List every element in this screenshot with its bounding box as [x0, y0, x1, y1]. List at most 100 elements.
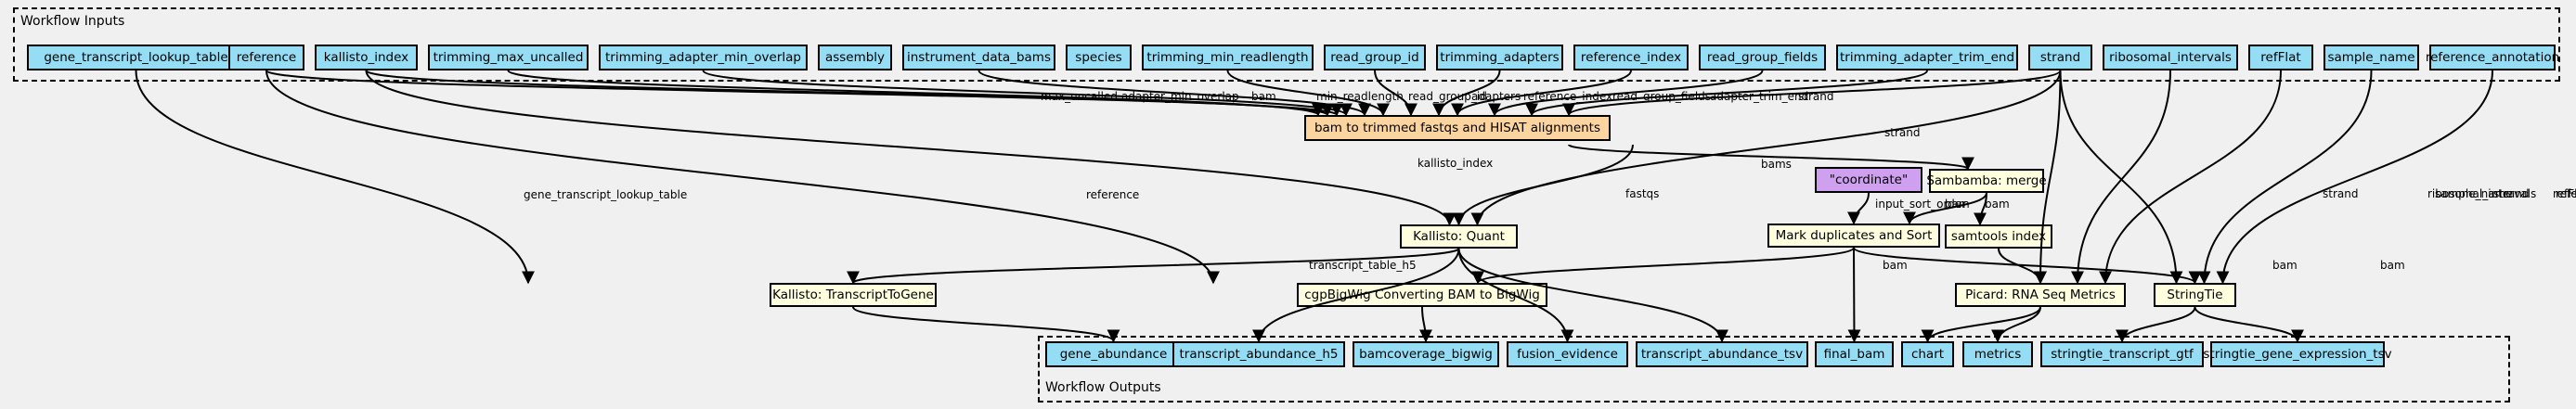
- edge-read_group_id-to-bam_to_trimmed: [1374, 70, 1417, 117]
- edge-strand-to-bam_to_trimmed: [1562, 70, 2062, 117]
- input-node-reference-annotation: reference_annotation: [2426, 45, 2559, 70]
- edge-sample_name-to-stringtie: [2197, 70, 2373, 285]
- edge-label: strand: [2323, 187, 2358, 200]
- edge-reference_annotation-to-stringtie: [2216, 70, 2493, 285]
- input-node-refFlat: refFlat: [2248, 45, 2313, 70]
- edge-label: bam: [1945, 198, 1970, 211]
- workflow-outputs-title: Workflow Outputs: [1045, 380, 1161, 395]
- edge-label: adapters: [1471, 90, 1521, 103]
- edge-picard-to-metrics: [1991, 306, 2041, 343]
- input-node-reference-index: reference_index: [1573, 45, 1689, 70]
- workflow-inputs-cluster: [13, 7, 2560, 82]
- edge-stringtie-to-stringtie_gene_expression_tsv: [2194, 306, 2304, 343]
- edge-label: gene_transcript_lookup_table: [524, 188, 687, 201]
- edge-bam_to_trimmed-to-sambamba: [1568, 144, 1974, 171]
- edge-label: reference_annotation: [2556, 187, 2576, 200]
- input-node-sample-name: sample_name: [2324, 45, 2419, 70]
- edge-label: bam: [1251, 90, 1276, 103]
- edge-label: refFlat: [2553, 187, 2576, 200]
- input-node-trimming-max-uncalled: trimming_max_uncalled: [428, 45, 589, 70]
- input-node-gene-transcript-lookup-table: gene_transcript_lookup_table: [27, 45, 245, 70]
- edge-gene_transcript_lookup_table-to-transcript_to_gene: [135, 70, 535, 285]
- edge-label: transcript_table_h5: [1309, 259, 1417, 272]
- edge-kallisto_index-to-kallisto_quant: [365, 70, 1456, 226]
- workflow-inputs-title: Workflow Inputs: [20, 14, 125, 29]
- output-node-stringtie-gene-expression-tsv: stringtie_gene_expression_tsv: [2203, 341, 2392, 367]
- input-node-species: species: [1066, 45, 1132, 70]
- edge-label: bam: [1883, 259, 1908, 272]
- edge-cgpbigwig-to-bamcoverage_bigwig: [1418, 306, 1432, 343]
- edge-label: bam: [1985, 198, 2010, 211]
- edge-sambamba-to-samtools_index: [1974, 192, 1987, 226]
- output-node-fusion-evidence: fusion_evidence: [1507, 341, 1628, 367]
- edge-kallisto_quant-to-transcript_to_gene: [847, 248, 1460, 285]
- edge-label: ribosomal_intervals: [2427, 187, 2536, 200]
- input-node-assembly: assembly: [818, 45, 892, 70]
- step-node-picard: Picard: RNA Seq Metrics: [1955, 283, 2126, 307]
- input-node-read-group-fields: read_group_fields: [1699, 45, 1826, 70]
- edge-trimming_adapters-to-bam_to_trimmed: [1432, 70, 1501, 117]
- edge-mark_dup-to-final_bam: [1847, 247, 1861, 343]
- step-node-cgpbigwig: cgpBigWig Converting BAM to BigWig: [1297, 283, 1547, 307]
- step-node-stringtie: StringTie: [2154, 283, 2236, 307]
- step-node-kallisto-quant: Kallisto: Quant: [1400, 224, 1518, 249]
- input-node-trimming-adapter-min-overlap: trimming_adapter_min_overlap: [599, 45, 808, 70]
- edge-instrument_data_bams-to-bam_to_trimmed: [977, 70, 1371, 117]
- edge-stringtie-to-stringtie_transcript_gtf: [2116, 306, 2196, 343]
- input-node-ribosomal-intervals: ribosomal_intervals: [2103, 45, 2238, 70]
- edge-picard-to-chart: [1921, 306, 2041, 343]
- edge-trimming_adapter_min_overlap-to-bam_to_trimmed: [702, 70, 1353, 117]
- edge-strand-to-stringtie: [2059, 70, 2183, 285]
- input-node-trimming-min-readlength: trimming_min_readlength: [1142, 45, 1314, 70]
- edge-label: bam: [2272, 259, 2298, 272]
- edge-label: reference: [1086, 188, 1139, 201]
- input-node-reference: reference: [228, 45, 304, 70]
- edge-transcript_to_gene-to-gene_abundance: [852, 306, 1120, 343]
- edge-sambamba-to-mark_dup: [1903, 192, 1987, 225]
- edge-reference_index-to-bam_to_trimmed: [1451, 70, 1632, 117]
- edge-trimming_adapter_trim_end-to-bam_to_trimmed: [1525, 70, 1928, 117]
- output-node-transcript-abundance-tsv: transcript_abundance_tsv: [1636, 341, 1808, 367]
- edge-label: bams: [1761, 158, 1792, 171]
- edge-kallisto_quant-to-transcript_abundance_tsv: [1457, 248, 1728, 343]
- input-node-kallisto-index: kallisto_index: [315, 45, 418, 70]
- step-node-samtools-index: samtools index: [1945, 224, 2052, 249]
- edge-label: fastqs: [1625, 187, 1659, 200]
- edge-reference-to-cgpbigwig: [265, 70, 1220, 285]
- edge-strand-to-picard: [2034, 70, 2062, 285]
- edge-label: min_readlength: [1316, 90, 1404, 103]
- input-node-trimming-adapters: trimming_adapters: [1436, 45, 1563, 70]
- edge-read_group_fields-to-bam_to_trimmed: [1488, 70, 1764, 117]
- output-node-chart: chart: [1901, 341, 1954, 367]
- edge-refFlat-to-picard: [2099, 70, 2282, 285]
- edge-ribosomal_intervals-to-picard: [2071, 70, 2171, 285]
- output-node-transcript-abundance-h5: transcript_abundance_h5: [1172, 341, 1345, 367]
- edge-coordinate-to-mark_dup: [1847, 192, 1870, 225]
- edge-label: kallisto_index: [1417, 157, 1493, 170]
- edge-label: input_sort_order: [1875, 198, 1966, 211]
- step-node-transcript-to-gene: Kallisto: TranscriptToGene: [770, 283, 937, 307]
- edge-kallisto_index-to-bam_to_trimmed: [365, 70, 1334, 117]
- edge-trimming_min_readlength-to-bam_to_trimmed: [1226, 70, 1390, 117]
- edge-label: sample_name: [2435, 187, 2513, 200]
- edge-label: bam: [2380, 259, 2405, 272]
- edge-label: strand: [1798, 90, 1833, 103]
- edge-label: adapter_trim_end: [1710, 90, 1808, 103]
- input-node-strand: strand: [2028, 45, 2092, 70]
- edge-kallisto_quant-to-fusion_evidence: [1457, 248, 1574, 343]
- edge-mark_dup-to-cgpbigwig: [1471, 247, 1855, 285]
- edge-bam_to_trimmed-to-kallisto_quant: [1452, 144, 1634, 226]
- edge-label: strand: [2493, 187, 2529, 200]
- edge-label: strand: [1884, 126, 1920, 139]
- step-node-coordinate: "coordinate": [1815, 167, 1922, 193]
- edge-kallisto_quant-to-transcript_abundance_h5: [1252, 248, 1460, 343]
- edge-label: adapter_min_overlap: [1121, 90, 1239, 103]
- output-node-stringtie-transcript-gtf: stringtie_transcript_gtf: [2040, 341, 2204, 367]
- edge-strand-to-kallisto_quant: [1470, 70, 2062, 226]
- step-node-sambamba: Sambamba: merge: [1926, 169, 2047, 193]
- input-node-read-group-id: read_group_id: [1324, 45, 1426, 70]
- input-node-trimming-adapter-trim-end: trimming_adapter_trim_end: [1836, 45, 2018, 70]
- input-node-instrument-data-bams: instrument_data_bams: [902, 45, 1055, 70]
